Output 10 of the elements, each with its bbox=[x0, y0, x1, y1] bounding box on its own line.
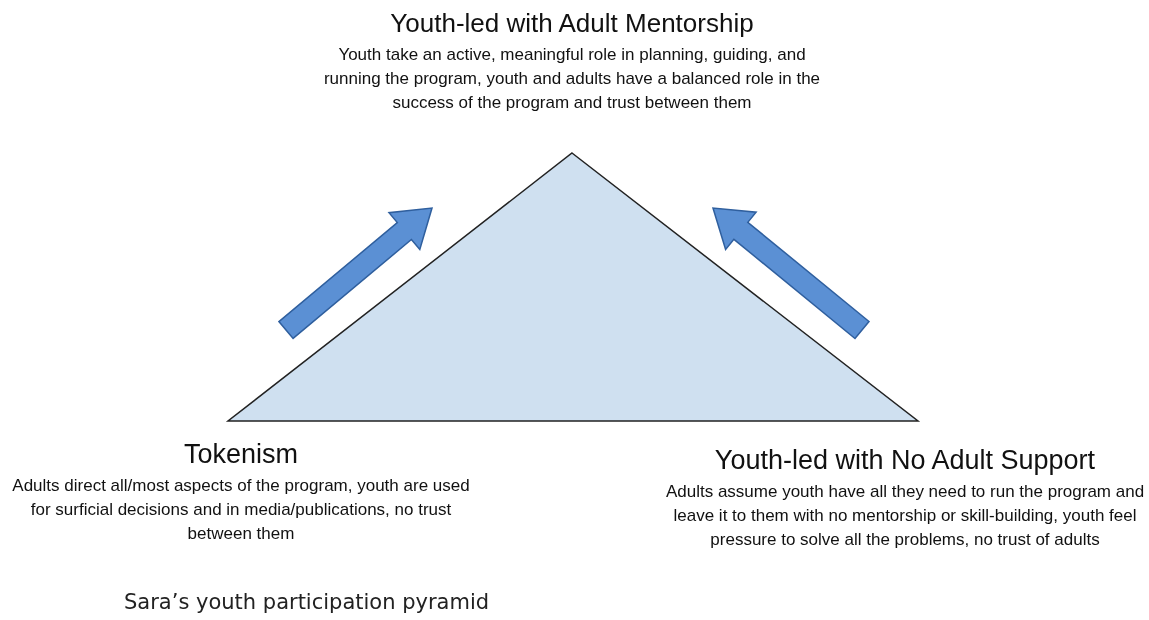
heading: Tokenism bbox=[182, 438, 299, 471]
heading: Youth-led with Adult Mentorship bbox=[389, 8, 755, 40]
heading: Youth-led with No Adult Support bbox=[713, 444, 1097, 477]
description-text: Adults direct all/most aspects of the program, youth are used for surficial decisions and in media/publications, no trust between them bbox=[11, 475, 471, 546]
caption: Sara’s youth participation pyramid bbox=[124, 590, 490, 614]
block-arrow bbox=[711, 207, 871, 340]
pyramid-triangle bbox=[225, 152, 921, 422]
description-text: Youth take an active, meaningful role in planning, guiding, and running the program, youth and adults have a balanced role in the success of the program and trust between them bbox=[322, 44, 822, 115]
block-arrow bbox=[277, 207, 434, 340]
description-text: Adults assume youth have all they need to run the program and leave it to them with no mentorship or skill-building, youth feel pressure to solve all the problems, no trust of adults bbox=[664, 481, 1146, 552]
